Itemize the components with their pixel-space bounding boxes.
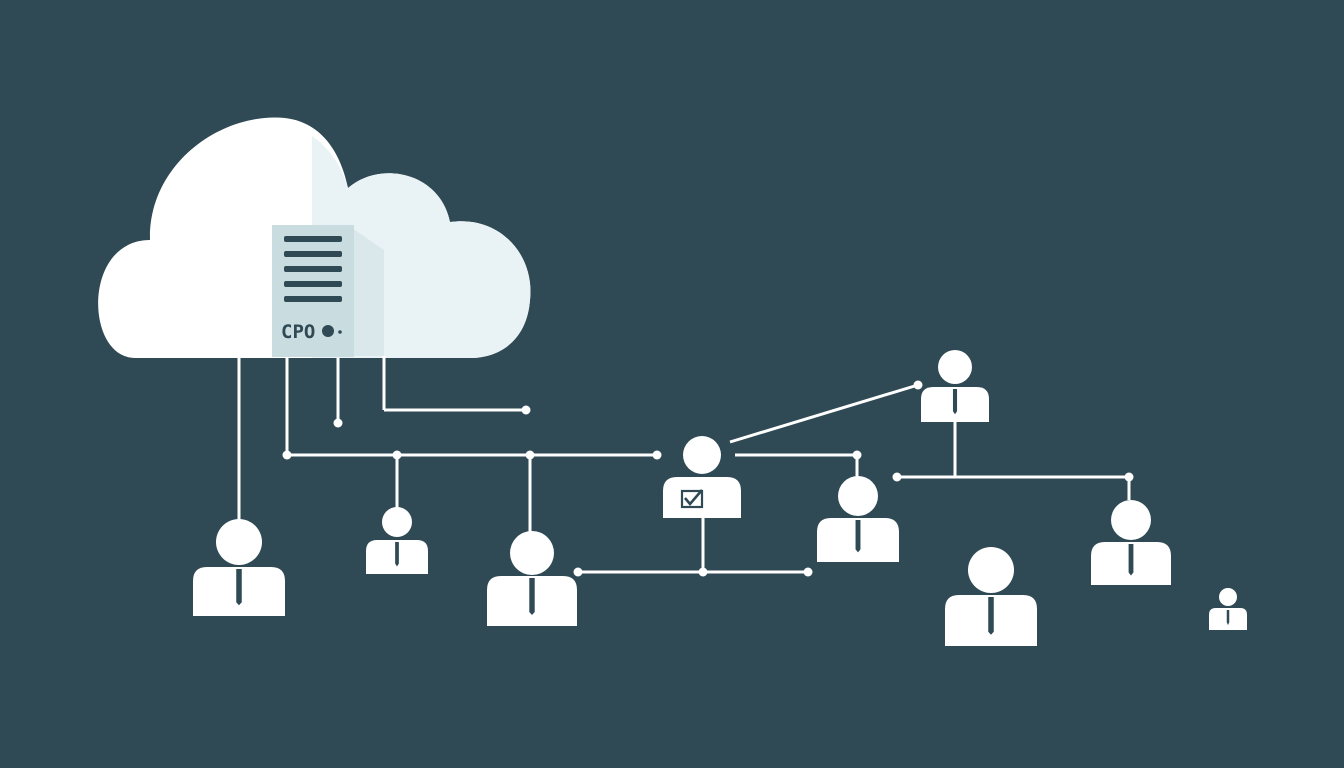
person-head [216, 519, 262, 565]
person-bottom-right [945, 547, 1037, 646]
person-head [683, 436, 721, 474]
server-status-dot-small [338, 330, 342, 334]
tie-icon [952, 389, 958, 415]
tie-icon [988, 597, 994, 635]
person-tiny [1209, 588, 1247, 630]
tie-icon [1226, 610, 1230, 626]
person-head [838, 476, 878, 516]
person-head [968, 547, 1014, 593]
tie-icon [529, 578, 535, 615]
person-head [1111, 500, 1151, 540]
person-center-bottom [487, 531, 577, 626]
tie-icon [395, 542, 399, 567]
connector-lines [237, 356, 1131, 574]
server-label: CPO [281, 321, 315, 343]
person-head [1219, 588, 1237, 606]
people-group [193, 350, 1247, 646]
server-icon: CPO [272, 225, 384, 357]
tie-icon [855, 520, 861, 553]
person-head [510, 531, 554, 575]
server-status-dot [322, 325, 334, 337]
tie-icon [236, 569, 242, 606]
server-vent-lines [284, 236, 342, 302]
person-far-right [1091, 500, 1171, 585]
person-head [382, 507, 412, 537]
person-cloud-left [193, 519, 285, 616]
connector-nodes [282, 380, 1134, 577]
person-head [938, 350, 972, 384]
person-middle-right [817, 476, 899, 562]
person-top-right [921, 350, 989, 422]
tie-icon [1128, 544, 1134, 576]
checkmark-icon [680, 489, 704, 509]
person-small-left [366, 507, 428, 574]
